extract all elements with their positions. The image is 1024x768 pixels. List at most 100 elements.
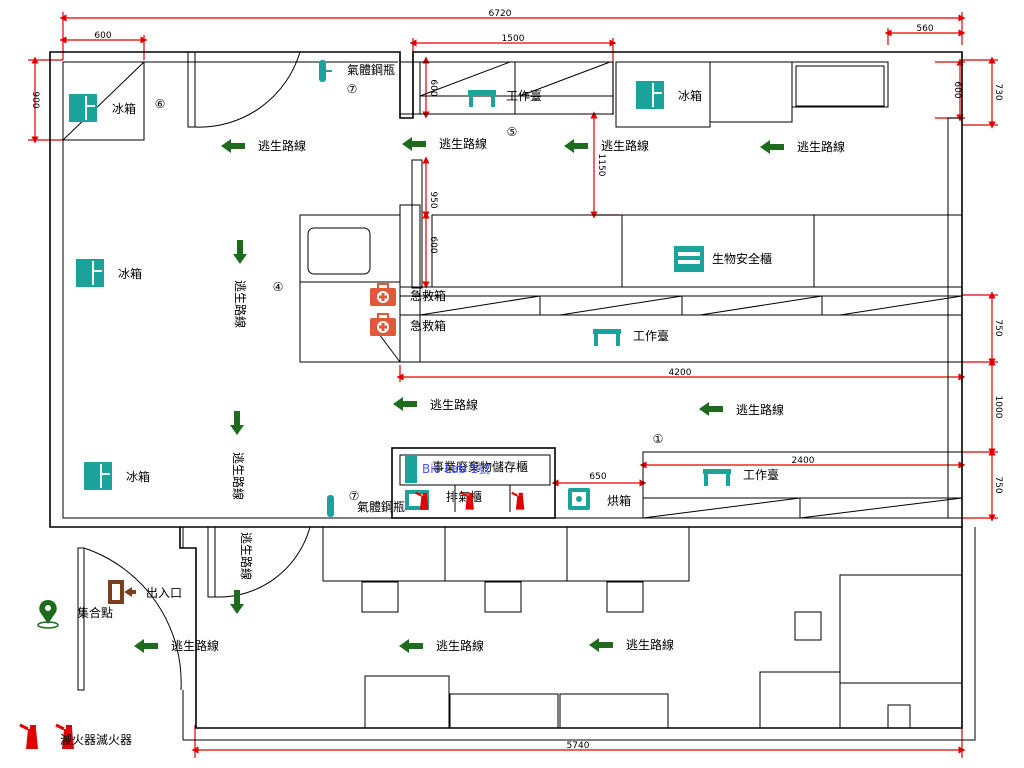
down-arrow-icon bbox=[230, 411, 244, 435]
fridge-label: 冰箱 bbox=[126, 469, 150, 484]
dimension-labels: 6720 600 1500 560 900 600 600 730 1150 9… bbox=[30, 9, 1003, 751]
oven: 烘箱 bbox=[568, 488, 631, 510]
first-aid-label: 急救箱 bbox=[410, 318, 446, 333]
workbench-label: 工作臺 bbox=[633, 328, 669, 343]
down-arrow-icon bbox=[233, 240, 247, 264]
extinguisher-icon bbox=[18, 723, 40, 751]
left-arrow-icon bbox=[402, 137, 426, 151]
fridge-label: 冰箱 bbox=[678, 88, 702, 103]
marker-1: ① bbox=[653, 432, 664, 446]
dim-mid-right-depth: 750 bbox=[993, 319, 1003, 336]
left-arrow-icon bbox=[564, 139, 588, 153]
dim-low-right-depth: 750 bbox=[993, 476, 1003, 493]
first-aid-2: 急救箱 bbox=[369, 313, 446, 337]
bio-cabinet-icon bbox=[674, 246, 704, 272]
dim-right-top-depth: 600 bbox=[952, 81, 962, 98]
marker-7-bottom: ⑦ bbox=[349, 489, 360, 503]
workbench-low: 工作臺 bbox=[703, 467, 779, 486]
escape-route-label: 逃生路線 bbox=[171, 638, 219, 653]
escape-route-label: 逃生路線 bbox=[258, 138, 306, 153]
map-pin-icon bbox=[37, 600, 59, 629]
first-aid-1: 急救箱 bbox=[369, 283, 446, 307]
assembly-point-label: 集合點 bbox=[77, 605, 113, 620]
left-arrow-icon bbox=[134, 639, 158, 653]
assembly-point: 集合點 bbox=[37, 600, 113, 629]
left-arrow-icon bbox=[699, 402, 723, 416]
escape-route-label: 逃生路線 bbox=[601, 138, 649, 153]
entrance: 出入口 bbox=[108, 580, 182, 604]
first-aid-label: 急救箱 bbox=[410, 288, 446, 303]
escape-routes: 逃生路線 逃生路線 逃生路線 逃生路線 逃生路線 逃生路線 逃生路線 逃生路線 … bbox=[134, 136, 845, 653]
workbench-label: 工作臺 bbox=[743, 467, 779, 482]
escape-route-label: 逃生路線 bbox=[233, 280, 248, 328]
workbench-icon bbox=[593, 329, 621, 346]
dim-aisle: 1000 bbox=[993, 396, 1003, 419]
dim-overall-width: 6720 bbox=[489, 9, 512, 19]
fridge-low-left: 冰箱 bbox=[83, 461, 150, 491]
fridge-label: 冰箱 bbox=[118, 266, 142, 281]
first-aid-icon bbox=[369, 283, 397, 307]
marker-5: ⑤ bbox=[507, 125, 518, 139]
dim-vertical-2: 600 bbox=[428, 236, 438, 253]
escape-route-label: 逃生路線 bbox=[736, 402, 784, 417]
escape-route-label: 逃生路線 bbox=[626, 637, 674, 652]
overlay-lab-name: Bio Lab 1號 bbox=[422, 462, 490, 476]
furniture bbox=[299, 61, 963, 729]
dim-bench-height: 1150 bbox=[596, 154, 606, 177]
fridge-top-left: 冰箱 bbox=[68, 93, 136, 123]
gas-cylinder-icon bbox=[327, 495, 334, 517]
dim-top-right: 560 bbox=[916, 24, 933, 34]
workbench-icon bbox=[703, 469, 731, 486]
fridge-top-right: 冰箱 bbox=[635, 80, 702, 110]
gas-cylinder-icon bbox=[319, 60, 332, 82]
left-arrow-icon bbox=[399, 639, 423, 653]
bio-cabinet-label: 生物安全櫃 bbox=[712, 251, 772, 266]
extinguisher-icon bbox=[510, 491, 526, 511]
gas-cylinder-top: 氣體鋼瓶 bbox=[319, 60, 395, 82]
gas-cylinder-label: 氣體鋼瓶 bbox=[347, 63, 395, 77]
extinguisher-legend-label: 滅火器滅火器 bbox=[60, 733, 132, 747]
entrance-label: 出入口 bbox=[146, 586, 182, 600]
marker-4: ④ bbox=[273, 280, 284, 294]
oven-icon bbox=[568, 488, 590, 510]
fridge-mid-left: 冰箱 bbox=[75, 258, 142, 288]
dim-low-bench: 2400 bbox=[792, 456, 815, 466]
gas-cylinder-label: 氣體鋼瓶 bbox=[357, 500, 405, 514]
escape-route-label: 逃生路線 bbox=[797, 139, 845, 154]
legend-extinguisher: 滅火器滅火器 bbox=[18, 723, 132, 751]
exit-door-icon bbox=[108, 580, 136, 604]
fridge-icon bbox=[75, 258, 105, 288]
gas-cylinder-bottom: 氣體鋼瓶 bbox=[327, 495, 405, 517]
escape-route-label: 逃生路線 bbox=[436, 638, 484, 653]
dim-vertical-1: 950 bbox=[428, 191, 438, 208]
left-arrow-icon bbox=[393, 397, 417, 411]
dim-top-bench-depth: 600 bbox=[428, 79, 438, 96]
fridge-icon bbox=[635, 80, 665, 110]
escape-route-label: 逃生路線 bbox=[430, 397, 478, 412]
first-aid-icon bbox=[369, 313, 397, 337]
waste-cabinet-icon bbox=[405, 455, 417, 483]
oven-label: 烘箱 bbox=[607, 493, 631, 508]
left-arrow-icon bbox=[589, 638, 613, 652]
left-arrow-icon bbox=[760, 140, 784, 154]
dim-top-bench: 1500 bbox=[502, 34, 525, 44]
fridge-icon bbox=[68, 93, 98, 123]
waste-storage-cabinet: 事業廢棄物儲存櫃 Bio Lab 1號 bbox=[405, 455, 528, 483]
workbench-icon bbox=[468, 90, 496, 107]
marker-7-top: ⑦ bbox=[347, 82, 358, 96]
dim-bottom-width: 5740 bbox=[567, 741, 590, 751]
fridge-icon bbox=[83, 461, 113, 491]
walls bbox=[49, 51, 976, 741]
escape-route-label: 逃生路線 bbox=[239, 532, 254, 580]
dimension-lines bbox=[28, 12, 998, 758]
workbench-label: 工作臺 bbox=[506, 88, 542, 103]
dim-oven-width: 650 bbox=[589, 472, 606, 482]
left-arrow-icon bbox=[221, 139, 245, 153]
waste-cabinet-label: 事業廢棄物儲存櫃 bbox=[432, 459, 528, 474]
dim-right-top-height: 730 bbox=[993, 83, 1003, 100]
dim-top-left: 600 bbox=[94, 31, 111, 41]
fridge-label: 冰箱 bbox=[112, 101, 136, 116]
bio-safety-cabinet: 生物安全櫃 bbox=[674, 246, 772, 272]
dim-left-height: 900 bbox=[30, 91, 40, 108]
